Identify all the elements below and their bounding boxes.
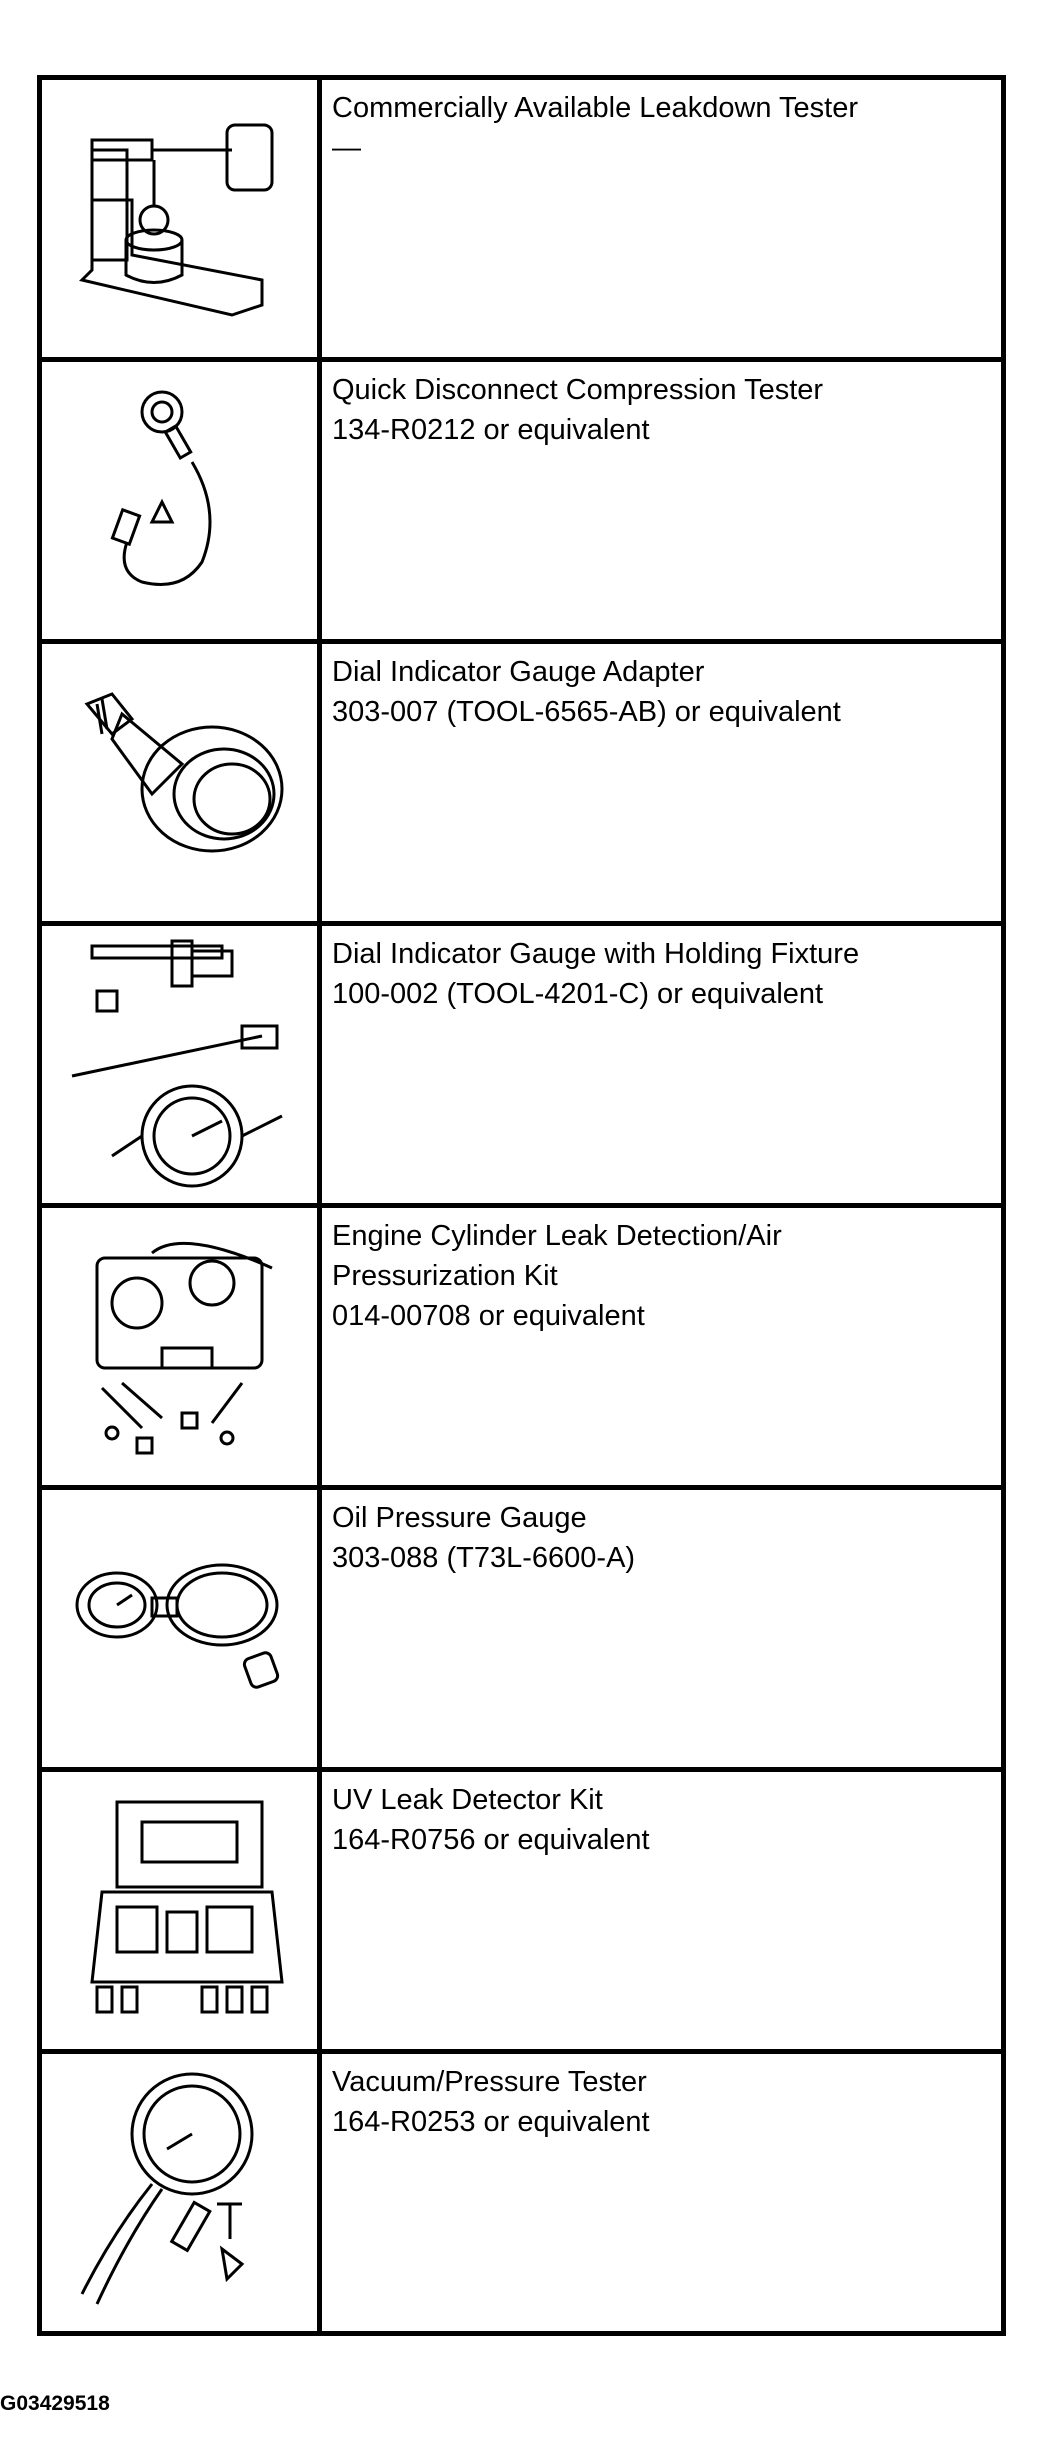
tool-number: 100-002 (TOOL-4201-C) or equivalent [332, 978, 824, 1010]
tool-number: 014-00708 or equivalent [332, 1300, 645, 1332]
table-row: Commercially Available Leakdown Tester — [42, 80, 1001, 362]
tool-name: Oil Pressure Gauge [332, 1502, 587, 1534]
uv-leak-detector-icon [90, 1800, 284, 2014]
tool-description: UV Leak Detector Kit 164-R0756 or equiva… [332, 1780, 995, 1860]
tool-illustration-cell [42, 926, 322, 1203]
tool-number: 164-R0253 or equivalent [332, 2106, 650, 2138]
tool-illustration-cell [42, 644, 322, 921]
leak-detection-kit-icon [95, 1241, 273, 1455]
tool-number: — [332, 132, 361, 164]
table-row: Oil Pressure Gauge 303-088 (T73L-6600-A) [42, 1490, 1001, 1772]
tool-description: Engine Cylinder Leak Detection/Air Press… [332, 1216, 995, 1336]
tool-name: Vacuum/Pressure Tester [332, 2066, 647, 2098]
table-row: Engine Cylinder Leak Detection/Air Press… [42, 1208, 1001, 1490]
oil-pressure-gauge-icon [75, 1563, 280, 1689]
tool-description: Commercially Available Leakdown Tester — [332, 88, 995, 168]
compression-tester-icon [110, 390, 212, 586]
tool-illustration-cell [42, 80, 322, 357]
table-row: Dial Indicator Gauge Adapter 303-007 (TO… [42, 644, 1001, 926]
table-row: UV Leak Detector Kit 164-R0756 or equiva… [42, 1772, 1001, 2054]
table-row: Vacuum/Pressure Tester 164-R0253 or equi… [42, 2054, 1001, 2336]
tool-description: Vacuum/Pressure Tester 164-R0253 or equi… [332, 2062, 995, 2142]
tool-number: 303-007 (TOOL-6565-AB) or equivalent [332, 696, 841, 728]
tool-illustration-cell [42, 362, 322, 639]
tool-description: Dial Indicator Gauge Adapter 303-007 (TO… [332, 652, 995, 732]
tool-name: Quick Disconnect Compression Tester [332, 374, 824, 406]
tool-name: Dial Indicator Gauge with Holding Fixtur… [332, 938, 860, 970]
tool-name: UV Leak Detector Kit [332, 1784, 603, 1816]
tool-table: Commercially Available Leakdown Tester —… [37, 75, 1006, 2336]
table-row: Dial Indicator Gauge with Holding Fixtur… [42, 926, 1001, 1208]
figure-id: G03429518 [0, 2392, 110, 2415]
tool-name: Engine Cylinder Leak Detection/Air Press… [332, 1220, 782, 1292]
tool-name: Commercially Available Leakdown Tester [332, 92, 859, 124]
gauge-adapter-icon [84, 692, 284, 853]
table-row: Quick Disconnect Compression Tester 134-… [42, 362, 1001, 644]
tool-number: 164-R0756 or equivalent [332, 1824, 650, 1856]
tool-description: Quick Disconnect Compression Tester 134-… [332, 370, 995, 450]
tool-illustration-cell [42, 1772, 322, 2049]
tool-illustration-cell [42, 1490, 322, 1767]
tool-description: Oil Pressure Gauge 303-088 (T73L-6600-A) [332, 1498, 995, 1578]
tool-description: Dial Indicator Gauge with Holding Fixtur… [332, 934, 995, 1014]
tool-name: Dial Indicator Gauge Adapter [332, 656, 705, 688]
vacuum-pressure-tester-icon [80, 2072, 254, 2305]
leakdown-tester-icon [79, 123, 274, 317]
tool-illustration-cell [42, 2054, 322, 2336]
tool-illustration-cell [42, 1208, 322, 1485]
dial-indicator-icon [71, 939, 283, 1188]
tool-number: 303-088 (T73L-6600-A) [332, 1542, 636, 1574]
tool-number: 134-R0212 or equivalent [332, 414, 650, 446]
